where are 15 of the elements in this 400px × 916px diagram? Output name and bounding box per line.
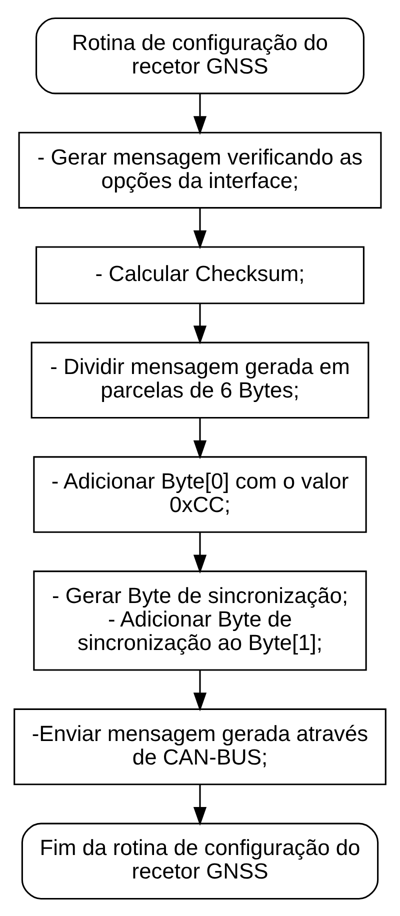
- node-box: - Gerar mensagem verificando as opções da interface;: [18, 131, 382, 208]
- arrow: [193, 418, 207, 459]
- arrow: [193, 208, 207, 249]
- node-box: - Calcular Checksum;: [36, 246, 364, 304]
- node-box: - Gerar Byte de sincronização; - Adicionar Byte de sincronização ao Byte[1];: [33, 570, 367, 670]
- arrow: [193, 303, 207, 344]
- node-box: -Enviar mensagem gerada através de CAN-BUS;: [14, 708, 386, 785]
- node-box: Rotina de configuração do recetor GNSS: [36, 16, 364, 94]
- node-box: - Adicionar Byte[0] com o valor 0xCC;: [33, 456, 367, 532]
- node-box: Fim da rotina de configuração do recetor GNSS: [21, 822, 379, 900]
- arrow: [193, 784, 207, 826]
- arrow: [193, 670, 207, 711]
- arrow: [193, 93, 207, 134]
- node-box: - Dividir mensagem gerada em parcelas de 6 Bytes;: [30, 341, 370, 418]
- arrow: [193, 532, 207, 574]
